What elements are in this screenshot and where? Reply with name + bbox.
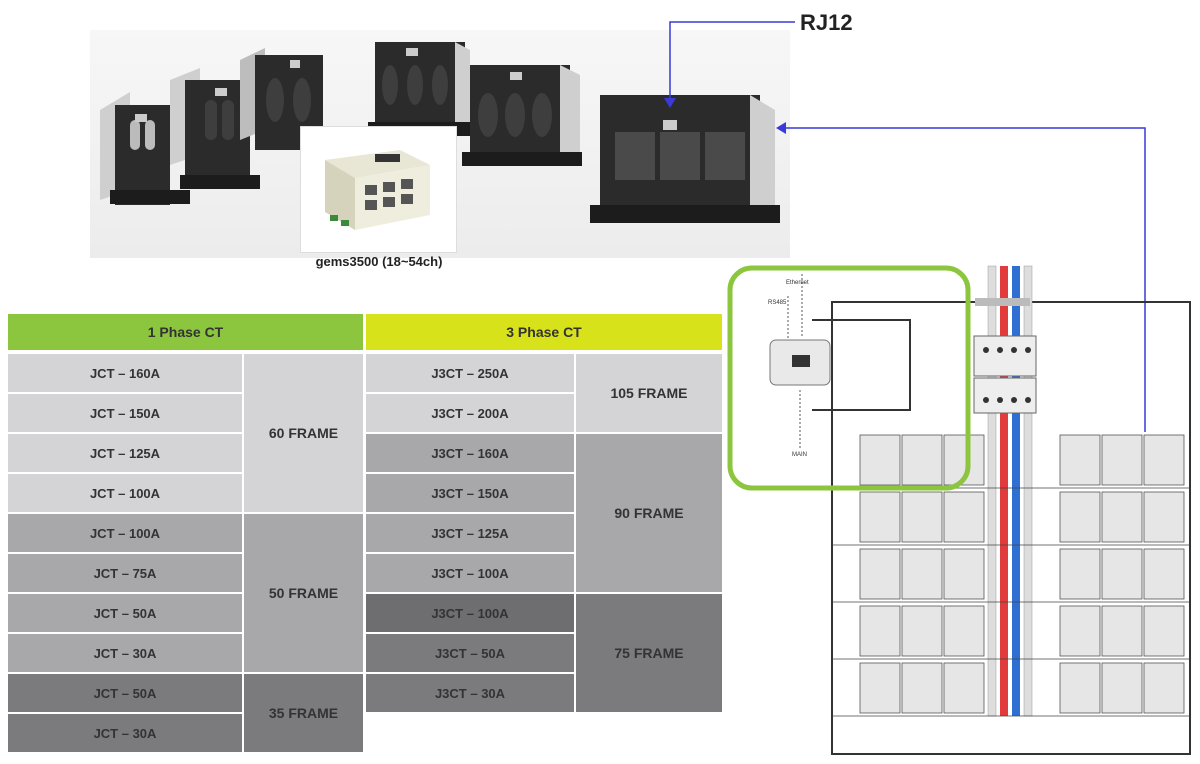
rs485-label: RS485 xyxy=(768,300,787,306)
frame-75: 75 FRAME xyxy=(576,594,722,712)
ct-unit-large xyxy=(590,95,780,223)
j3ct-row-9: J3CT – 30A xyxy=(366,674,574,712)
jct-row-6: JCT – 75A xyxy=(8,554,242,592)
device-highlight-outline xyxy=(727,265,971,491)
header-1-phase: 1 Phase CT xyxy=(8,314,363,350)
gems3500-device-icon xyxy=(325,150,430,230)
jct-row-4: JCT – 100A xyxy=(8,474,242,512)
ct-unit-small-1 xyxy=(100,92,190,205)
j3ct-row-5: J3CT – 125A xyxy=(366,514,574,552)
jct-row-9: JCT – 50A xyxy=(8,674,242,712)
j3ct-row-4: J3CT – 150A xyxy=(366,474,574,512)
branch-breakers xyxy=(859,434,1185,714)
j3ct-row-1: J3CT – 250A xyxy=(366,354,574,392)
frame-35: 35 FRAME xyxy=(244,674,363,752)
product-caption: gems3500 (18~54ch) xyxy=(315,254,443,269)
ct-unit-three-hole-1 xyxy=(368,42,473,136)
jct-row-5: JCT – 100A xyxy=(8,514,242,552)
ct-products-illustration xyxy=(100,42,780,223)
panel-schematic: Ethernet RS485 MAIN xyxy=(727,265,1191,755)
j3ct-row-8: J3CT – 50A xyxy=(366,634,574,672)
rj12-label: RJ12 xyxy=(800,10,853,35)
ct-unit-three-hole-2 xyxy=(462,65,582,166)
jct-row-8: JCT – 30A xyxy=(8,634,242,672)
jct-row-3: JCT – 125A xyxy=(8,434,242,472)
ethernet-label: Ethernet xyxy=(786,280,809,286)
frame-60: 60 FRAME xyxy=(244,354,363,512)
jct-row-7: JCT – 50A xyxy=(8,594,242,632)
frame-105: 105 FRAME xyxy=(576,354,722,432)
j3ct-row-7: J3CT – 100A xyxy=(366,594,574,632)
header-3-phase: 3 Phase CT xyxy=(366,314,722,350)
j3ct-row-6: J3CT – 100A xyxy=(366,554,574,592)
main-label: MAIN xyxy=(792,452,807,458)
jct-row-10: JCT – 30A xyxy=(8,714,242,752)
j3ct-row-3: J3CT – 160A xyxy=(366,434,574,472)
jct-row-1: JCT – 160A xyxy=(8,354,242,392)
j3ct-row-2: J3CT – 200A xyxy=(366,394,574,432)
frame-90: 90 FRAME xyxy=(576,434,722,592)
main-breaker xyxy=(973,335,1037,414)
jct-row-2: JCT – 150A xyxy=(8,394,242,432)
ct-unit-small-2 xyxy=(170,68,260,189)
frame-50: 50 FRAME xyxy=(244,514,363,672)
gems3500-schematic-device: Ethernet RS485 MAIN xyxy=(768,274,911,458)
ct-unit-medium xyxy=(240,48,323,150)
